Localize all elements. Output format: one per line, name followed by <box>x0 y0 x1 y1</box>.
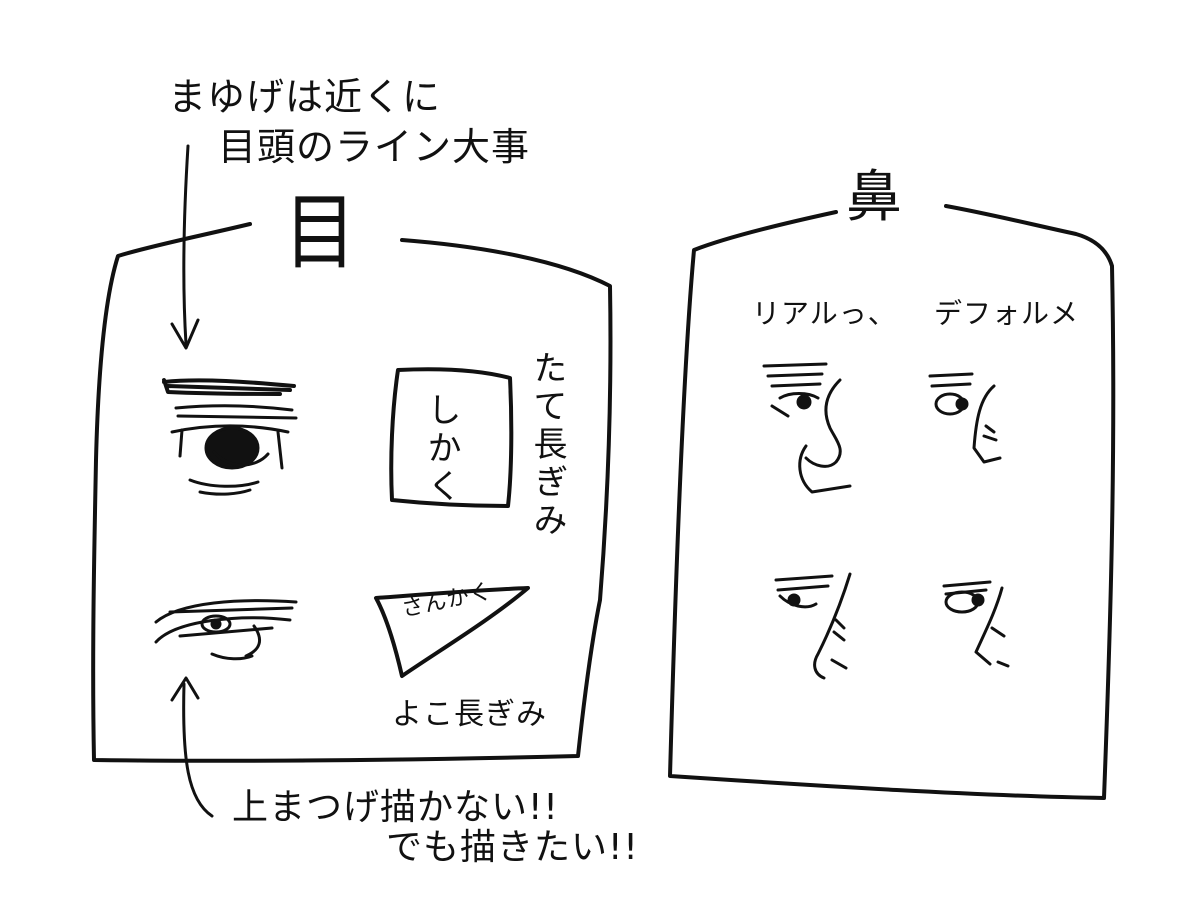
nose-sketch-realistic-1 <box>762 362 852 494</box>
nose-sketch-deformed-2 <box>942 580 1010 668</box>
triangle-caption: よこ長ぎみ <box>392 697 547 732</box>
lashes-note-line1: 上まつげ描かない!! <box>232 787 559 828</box>
square-caption: たて長ぎみ <box>527 350 567 540</box>
eyebrow-note-line1: まゆげは近くに <box>168 75 442 119</box>
square-shape <box>389 367 514 508</box>
lashes-note-line2: でも描きたい!! <box>386 827 639 868</box>
nose-column-realistic: リアルっ、 <box>752 297 897 330</box>
nose-sketch-deformed-1 <box>928 372 1002 464</box>
eye-panel-frame <box>91 222 613 763</box>
nose-panel-title: 鼻 <box>846 165 903 230</box>
nose-column-deformed: デフォルメ <box>934 297 1080 330</box>
eye-panel-title: 目 <box>284 183 358 281</box>
eye-sketch-triangle <box>154 599 298 661</box>
square-label: しかく <box>421 392 461 506</box>
nose-panel-frame <box>668 204 1116 800</box>
arrow-up-icon <box>182 682 214 818</box>
arrow-down-icon <box>182 144 190 346</box>
eye-sketch-square <box>162 378 298 496</box>
nose-sketch-realistic-2 <box>774 572 852 680</box>
eyebrow-note-line2: 目頭のライン大事 <box>218 125 531 169</box>
triangle-shape <box>374 586 530 678</box>
